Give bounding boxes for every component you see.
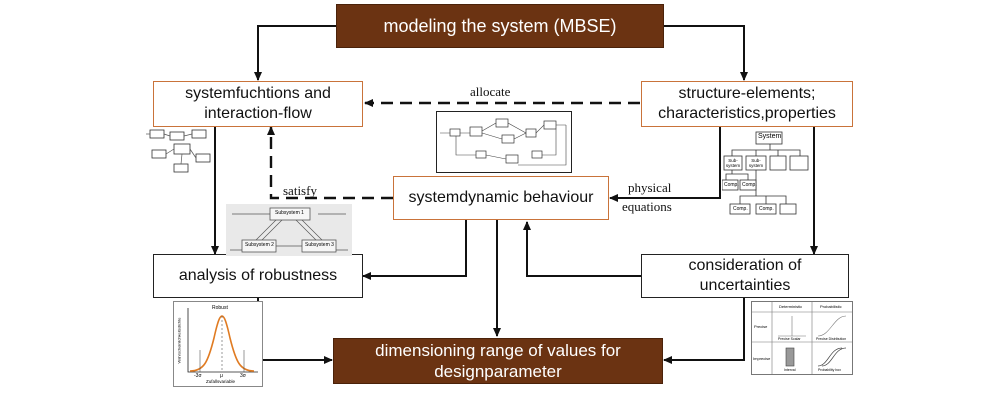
bell-title: Robust (212, 305, 228, 311)
uncertainties-box: consideration of uncertainties (641, 254, 849, 298)
function-block-diagram-thumbnail (146, 129, 211, 173)
arrow-mbse-to-structure (664, 25, 748, 81)
bell-ylabel: Wahrscheinlichkeitsdichte (176, 317, 182, 364)
arrow-robustness-to-dimensioning (257, 298, 333, 364)
hierarchy-subsystem-2: Sub-system (748, 158, 764, 168)
uncert-col-deterministic: Deterministic (779, 304, 803, 309)
satisfy-label: satisfy (283, 183, 317, 198)
dynamic-box: systemdynamic behaviour (393, 176, 609, 220)
bell-curve-plot (187, 308, 258, 373)
arrow-structure-to-dynamic (609, 126, 721, 202)
physical-label: physical (628, 180, 672, 195)
subsystem-interaction-thumbnail: Subsystem 1 Subsystem 2 Subsystem 3 (226, 204, 352, 256)
uncert-row-precise: Precise (754, 324, 768, 329)
structure-label-line1: structure-elements; (678, 85, 816, 102)
arrow-mbse-to-functions (254, 25, 336, 81)
subsystem-3-label: Subsystem 3 (305, 242, 334, 248)
arrow-uncertainties-to-dimensioning (663, 298, 745, 364)
hierarchy-subsystem-1: Sub-system (725, 158, 741, 168)
hierarchy-comp-4: Comp. (759, 206, 774, 212)
arrow-uncertainties-to-dynamic (523, 221, 641, 277)
uncert-cell-probability-box: Probability box (818, 368, 841, 372)
mbse-box: modeling the system (MBSE) (336, 4, 664, 48)
structure-box: structure-elements; characteristics,prop… (641, 81, 853, 127)
arrow-dynamic-to-robustness (362, 220, 467, 280)
hierarchy-comp-2: Comp. (742, 182, 757, 188)
system-hierarchy-thumbnail: System Sub-system Sub-system Comp. Comp.… (722, 130, 818, 222)
dimensioning-label-line1: dimensioning range of values for (375, 340, 621, 360)
uncertainty-table-thumbnail: Deterministic Probabilistic Precise Impr… (751, 301, 853, 375)
uncert-cell-precise-distribution: Precise Distribution (816, 337, 847, 341)
equations-label: equations (622, 199, 672, 214)
dimensioning-box: dimensioning range of values for designp… (333, 338, 663, 384)
subsystem-1-label: Subsystem 1 (275, 210, 304, 216)
hierarchy-comp-3: Comp. (733, 206, 748, 212)
allocate-label: allocate (470, 84, 511, 99)
hierarchy-root: System (758, 133, 782, 140)
subsystem-connectors (230, 207, 348, 253)
uncertainties-label-line1: consideration of (688, 257, 802, 274)
uncert-col-probabilistic: Probabilistic (820, 304, 842, 309)
hierarchy-comp-1: Comp. (724, 182, 739, 188)
uncert-cell-precise-scalar: Precise Scalar (778, 337, 801, 341)
functions-label-line2: interaction-flow (204, 105, 312, 122)
robustness-box: analysis of robustness (153, 254, 363, 298)
uncert-row-imprecise: Imprecise (753, 356, 771, 361)
robustness-label: analysis of robustness (178, 267, 338, 284)
uncertainty-table-grid (752, 302, 852, 374)
uncert-cell-interval: Interval (784, 368, 796, 372)
mbse-label: modeling the system (MBSE) (383, 15, 617, 36)
dynamic-label: systemdynamic behaviour (408, 189, 594, 206)
hierarchy-connectors (722, 131, 809, 215)
subsystem-2-label: Subsystem 2 (245, 242, 274, 248)
dimensioning-label-line2: designparameter (434, 362, 562, 381)
structure-label-line2: characteristics,properties (658, 105, 836, 122)
functions-label-line1: systemfuchtions and (185, 85, 331, 102)
bell-tick-plus: 3σ (240, 373, 246, 379)
arrow-satisfy (267, 126, 393, 200)
uncertainties-label-line2: uncertainties (699, 277, 791, 294)
functions-box: systemfuchtions and interaction-flow (153, 81, 363, 127)
normal-distribution-thumbnail: Robust -3σ μ 3σ Zufallsvariable Wahrsche… (173, 301, 263, 387)
simulation-model-thumbnail (436, 111, 572, 173)
bell-tick-mu: μ (220, 373, 223, 379)
bell-tick-minus: -3σ (194, 373, 202, 379)
bell-xlabel: Zufallsvariable (206, 379, 236, 384)
